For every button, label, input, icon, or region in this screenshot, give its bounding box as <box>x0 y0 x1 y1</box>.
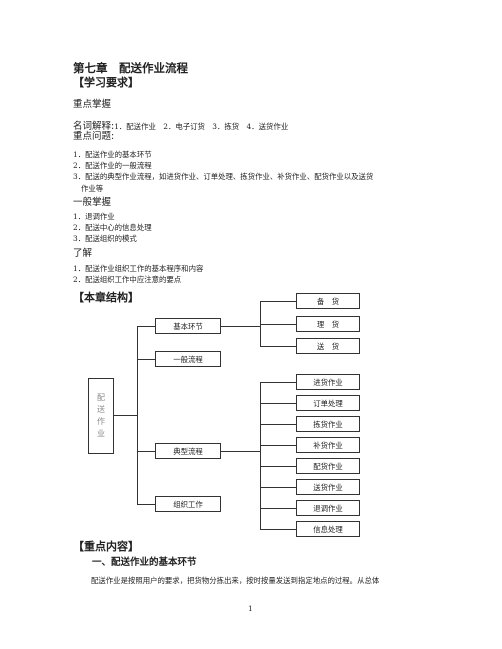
know-heading: 了解 <box>73 248 93 259</box>
page-number: 1 <box>248 604 253 613</box>
connector-line <box>260 424 296 425</box>
connector-line <box>137 504 155 505</box>
connector-line <box>260 346 296 347</box>
leaf-box: 订单处理 <box>296 395 360 411</box>
leaf-box: 拣货作业 <box>296 416 360 432</box>
general-heading: 一般掌握 <box>73 197 112 208</box>
list-item: 3．配送组织的模式 <box>73 234 137 244</box>
connector-line <box>260 382 261 530</box>
leaf-box: 信息处理 <box>296 521 360 537</box>
connector-line <box>260 529 296 530</box>
leaf-box: 送 货 <box>296 338 360 354</box>
leaf-label: 送货作业 <box>313 482 343 492</box>
body-paragraph: 配送作业是按照用户的要求，把货物分拣出来，按时按量发送到指定地点的过程。从总体 <box>91 576 380 585</box>
terms-text: 1．配送作业 2．电子订货 3．拣货 4．送货作业 <box>114 122 289 131</box>
connector-line <box>137 451 155 452</box>
leaf-label: 备 货 <box>316 296 340 306</box>
learning-requirements-heading: 【学习要求】 <box>73 76 139 89</box>
connector-line <box>260 487 296 488</box>
list-item: 作业等 <box>81 183 104 193</box>
focus-list: 1．配送作业的基本环节 2．配送作业的一般流程 3．配送的典型作业流程，如进货作… <box>73 149 373 194</box>
list-item: 2．配送中心的信息处理 <box>73 223 152 233</box>
key-content-heading: 【重点内容】 <box>73 540 139 553</box>
connector-line <box>260 301 296 302</box>
section-title: 一、配送作业的基本环节 <box>92 554 197 568</box>
chapter-title: 第七章 配送作业流程 <box>73 61 188 75</box>
connector-line <box>260 382 296 383</box>
branch-box-basic: 基本环节 <box>155 318 221 334</box>
connector-line <box>260 324 296 325</box>
leaf-label: 理 货 <box>316 319 340 329</box>
leaf-label: 配货作业 <box>313 461 343 471</box>
list-item: 2．配送组织工作中应注意的要点 <box>73 275 182 285</box>
connector-line <box>260 403 296 404</box>
leaf-label: 送 货 <box>316 341 340 351</box>
branch-label: 基本环节 <box>173 321 203 331</box>
connector-line <box>137 326 155 327</box>
leaf-box: 备 货 <box>296 293 360 309</box>
questions-label: 重点问题: <box>73 131 115 142</box>
leaf-box: 补货作业 <box>296 437 360 453</box>
connector-line <box>260 508 296 509</box>
focus-heading: 重点掌握 <box>73 99 112 110</box>
section-title-text: 一、配送作业的基本环节 <box>92 557 197 568</box>
list-item: 1．配送作业的基本环节 <box>73 150 152 159</box>
list-item: 3．配送的典型作业流程，如进货作业、订单处理、拣货作业、补货作业、配货作业以及送… <box>73 172 374 182</box>
leaf-label: 退调作业 <box>313 503 343 513</box>
connector-line <box>260 466 296 467</box>
structure-heading: 【本章结构】 <box>73 291 139 304</box>
root-label: 配送作业 <box>97 393 105 438</box>
connector-line <box>137 359 155 360</box>
leaf-box: 进货作业 <box>296 374 360 390</box>
connector-line <box>221 326 260 327</box>
branch-label: 典型流程 <box>173 446 203 456</box>
leaf-label: 信息处理 <box>313 524 343 534</box>
branch-label: 组织工作 <box>173 499 203 509</box>
leaf-label: 补货作业 <box>313 440 343 450</box>
leaf-label: 进货作业 <box>313 377 343 387</box>
leaf-box: 退调作业 <box>296 500 360 516</box>
list-item: 1．退调作业 <box>73 212 115 221</box>
branch-box-organization: 组织工作 <box>155 496 221 512</box>
leaf-box: 配货作业 <box>296 458 360 474</box>
branch-box-typical: 典型流程 <box>155 443 221 459</box>
root-box: 配送作业 <box>88 378 114 454</box>
terms-label: 名词解释: <box>73 121 115 132</box>
list-item: 2．配送作业的一般流程 <box>73 161 152 171</box>
leaf-label: 拣货作业 <box>313 419 343 429</box>
general-list: 1．退调作业 2．配送中心的信息处理 3．配送组织的模式 <box>73 211 152 245</box>
branch-label: 一般流程 <box>173 354 203 364</box>
terms-line: 名词解释:1．配送作业 2．电子订货 3．拣货 4．送货作业 <box>73 114 288 133</box>
connector-line <box>221 451 260 452</box>
leaf-box: 送货作业 <box>296 479 360 495</box>
connector-line <box>114 415 137 416</box>
connector-line <box>260 445 296 446</box>
know-list: 1．配送作业组织工作的基本程序和内容 2．配送组织工作中应注意的要点 <box>73 263 203 285</box>
leaf-box: 理 货 <box>296 316 360 332</box>
connector-line <box>137 326 138 505</box>
leaf-label: 订单处理 <box>313 398 343 408</box>
list-item: 1．配送作业组织工作的基本程序和内容 <box>73 264 204 273</box>
branch-box-general: 一般流程 <box>155 351 221 367</box>
